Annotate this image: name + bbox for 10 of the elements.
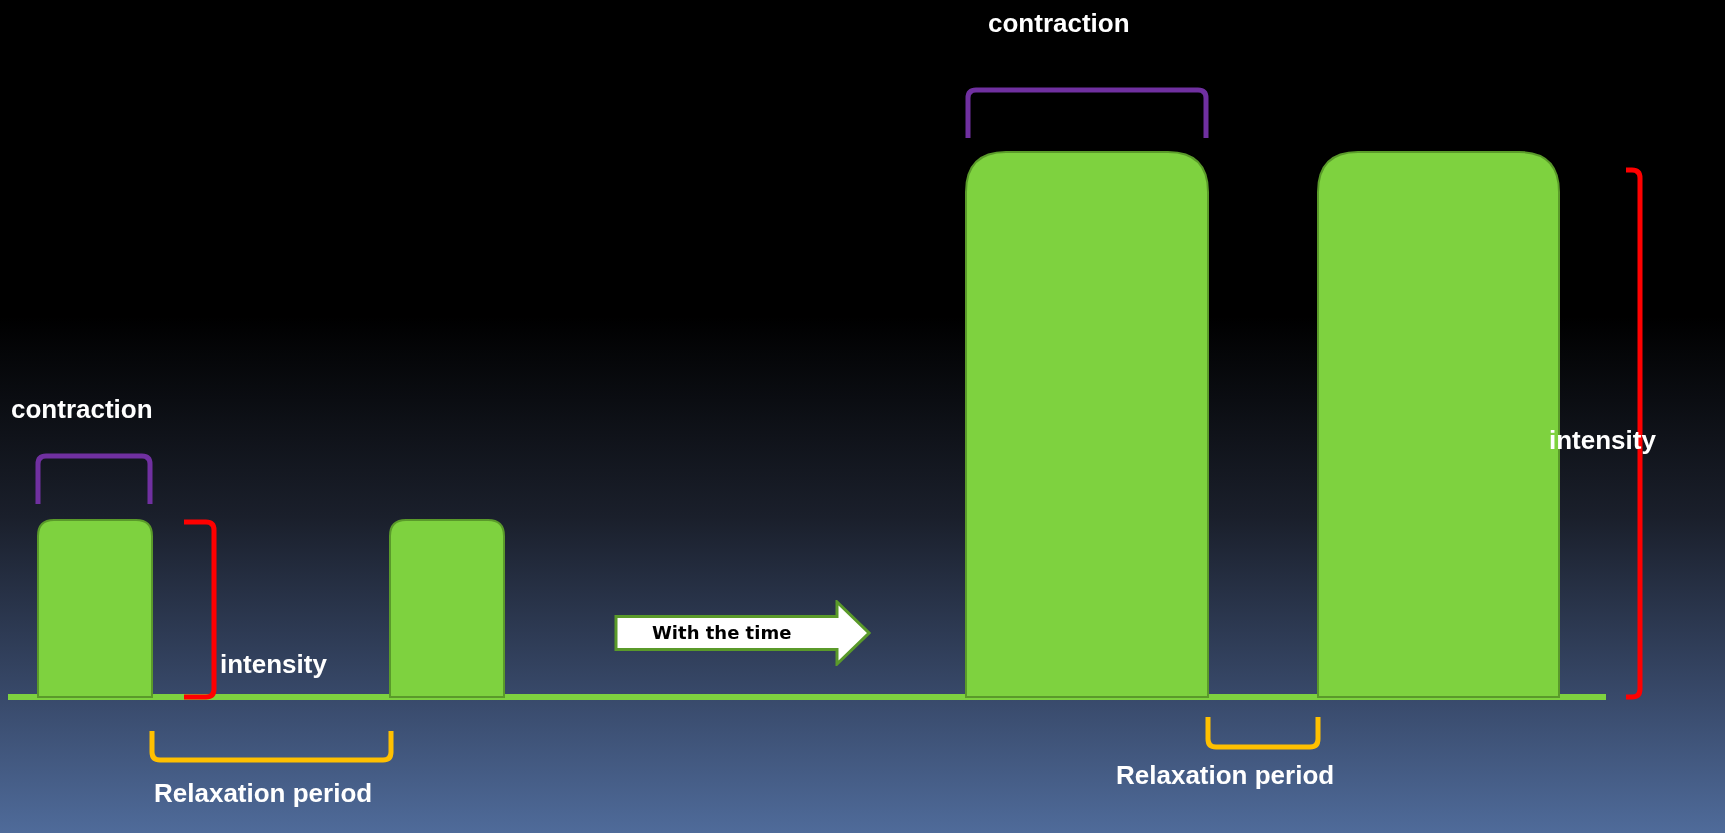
bracket-label: Relaxation period bbox=[154, 778, 373, 808]
bar bbox=[389, 519, 505, 698]
block-arrow bbox=[614, 600, 871, 666]
bracket-label: contraction bbox=[11, 394, 153, 424]
bracket-label: contraction bbox=[988, 8, 1130, 38]
arrow-label: With the time bbox=[652, 622, 792, 644]
bracket-label: Relaxation period bbox=[1116, 760, 1335, 790]
bar bbox=[37, 519, 153, 698]
bar bbox=[965, 151, 1209, 698]
bracket-label: intensity bbox=[220, 649, 327, 679]
